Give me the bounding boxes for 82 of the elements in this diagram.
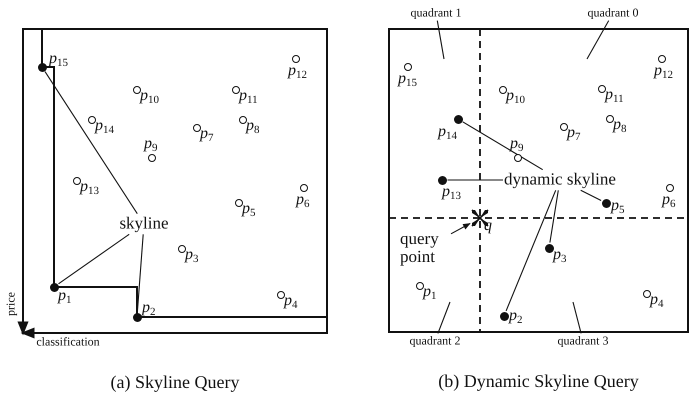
leader-line	[462, 121, 543, 170]
point-label: p$_{5}$	[242, 201, 256, 219]
skyline-point-dot	[544, 244, 554, 252]
axis-label: price	[4, 292, 18, 316]
point-label: p$_{7}$	[567, 125, 580, 143]
skyline-point-dot	[38, 62, 46, 72]
data-point-circle	[232, 86, 240, 94]
leader-line	[136, 234, 144, 312]
point-label: p$_{1}$	[58, 288, 72, 306]
data-point-circle	[598, 85, 606, 93]
skyline-point-dot	[438, 176, 446, 184]
point-label: p$_{4}$	[650, 292, 664, 310]
point-label: p$_{9}$	[144, 136, 158, 154]
point-label: p$_{12}$	[654, 63, 673, 81]
panel-caption: (b) Dynamic Skyline Query	[438, 372, 639, 392]
data-point-circle	[239, 116, 247, 124]
leader-line	[58, 234, 130, 284]
data-point-circle	[404, 63, 412, 71]
point-label: p$_{3}$	[553, 247, 566, 265]
point-label: p$_{3}$	[185, 247, 198, 265]
leader-line	[549, 190, 559, 243]
point-label: p$_{6}$	[296, 192, 310, 210]
point-label: p$_{8}$	[613, 117, 626, 135]
data-point-circle	[643, 290, 651, 298]
data-point-circle	[300, 184, 308, 192]
data-point-circle	[73, 177, 81, 185]
point-label: p$_{6}$	[662, 192, 676, 210]
data-point-circle	[235, 199, 243, 207]
leader-line	[580, 190, 602, 201]
leader-line	[572, 302, 582, 334]
point-label: p$_{10}$	[506, 88, 525, 106]
leader-line	[436, 20, 445, 60]
data-point-circle	[292, 55, 300, 63]
data-point-circle	[277, 291, 285, 299]
panel-caption: (a) Skyline Query	[110, 373, 240, 393]
data-point-circle	[133, 86, 141, 94]
point-label: p$_{8}$	[246, 118, 260, 136]
data-point-circle	[499, 86, 507, 94]
data-point-circle	[193, 124, 201, 132]
skyline-point-dot	[50, 282, 58, 292]
point-label: p$_{11}$	[605, 87, 624, 105]
point-label: p$_{7}$	[200, 126, 214, 144]
skyline-point-dot	[454, 114, 462, 124]
axis-label: classification	[36, 335, 100, 349]
leader-line	[506, 190, 556, 312]
leader-line	[448, 179, 503, 181]
point-label: p$_{1}$	[423, 284, 436, 302]
leader-line	[586, 20, 610, 60]
data-point-circle	[514, 154, 522, 162]
point-label: p$_{15}$	[398, 71, 417, 89]
skyline-point-dot	[500, 312, 508, 320]
data-point-circle	[148, 154, 156, 162]
point-label: p$_{12}$	[288, 63, 307, 81]
arrow	[450, 223, 471, 234]
region-label: quadrant 1	[410, 6, 462, 20]
point-label: p$_{2}$	[142, 300, 156, 318]
region-label: quadrant 2	[410, 334, 460, 348]
point-label: p$_{13}$	[80, 179, 99, 197]
skyline-point-dot	[602, 198, 610, 208]
data-point-circle	[606, 115, 614, 123]
point-label: p$_{4}$	[284, 293, 298, 311]
point-label: p$_{10}$	[140, 88, 159, 106]
region-label: quadrant 0	[588, 6, 638, 20]
point-label: p$_{2}$	[509, 308, 522, 326]
data-point-circle	[560, 123, 568, 131]
data-point-circle	[178, 245, 186, 253]
data-point-circle	[416, 282, 424, 290]
leader-line	[44, 71, 138, 214]
point-label: p$_{14}$	[95, 118, 114, 136]
point-label: p$_{5}$	[611, 198, 624, 216]
skyline-point-dot	[132, 312, 142, 322]
region-label: quadrant 3	[558, 334, 608, 348]
point-label: p$_{13}$	[442, 184, 461, 202]
point-label: p$_{11}$	[239, 88, 258, 106]
callout-text: skyline	[119, 214, 169, 234]
data-point-circle	[88, 116, 96, 124]
data-point-circle	[666, 184, 674, 192]
callout-text: query point	[400, 230, 450, 266]
point-label: p$_{14}$	[438, 124, 457, 142]
callout-text: dynamic skyline	[504, 170, 616, 190]
leader-line	[437, 302, 451, 334]
data-point-circle	[658, 55, 666, 63]
